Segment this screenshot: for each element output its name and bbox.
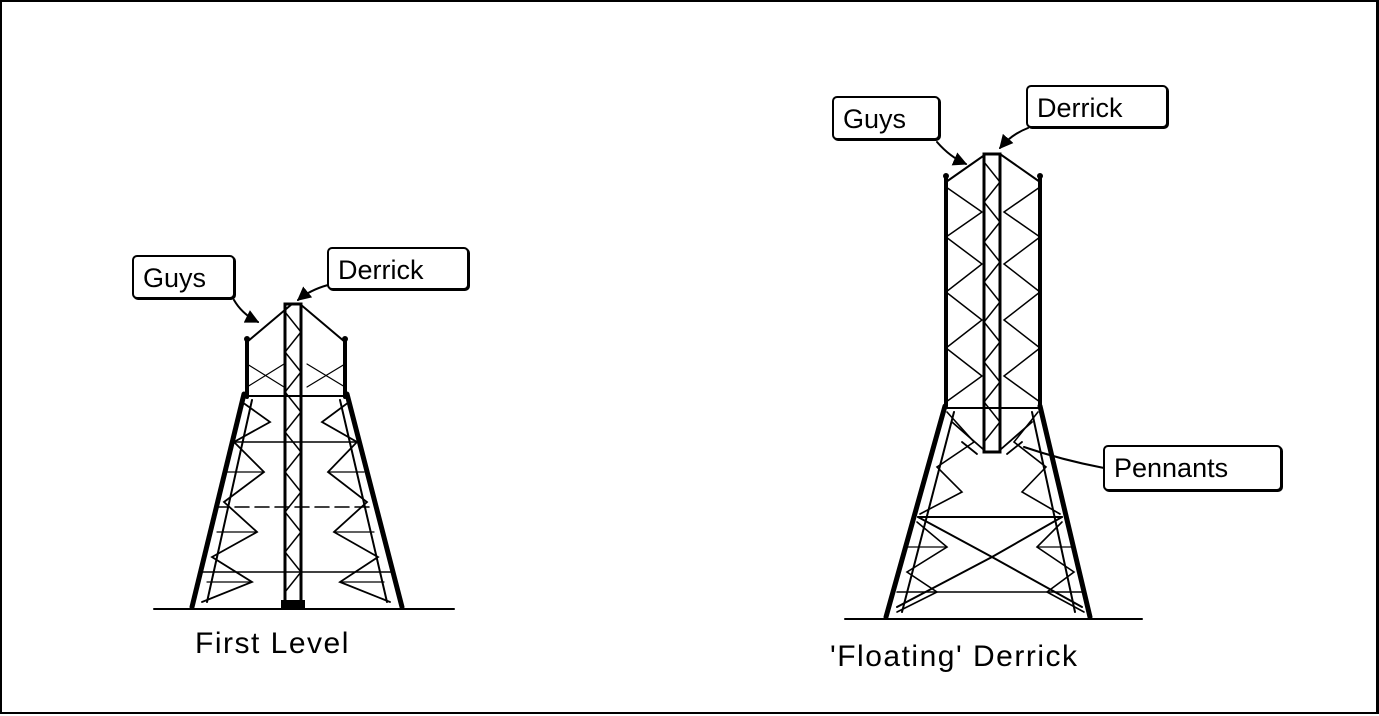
- guys-callout-left: Guys: [132, 255, 235, 299]
- guys-arrow-right: [936, 141, 968, 166]
- derrick-arrow-right: [999, 127, 1029, 150]
- guy-line-right: [299, 303, 346, 343]
- tower-leg-right: [344, 391, 405, 610]
- guys-label-left: Guys: [143, 263, 207, 293]
- floating-derrick-tower: [844, 127, 1143, 620]
- pennants-line: [1023, 446, 1105, 469]
- pennant-lines: [951, 421, 1033, 455]
- derrick-callout-right: Derrick: [1026, 85, 1168, 128]
- derrick-arrow-left: [296, 284, 329, 301]
- tower-leg-left: [189, 391, 247, 610]
- pennants-callout: Pennants: [1103, 445, 1282, 491]
- first-level-tower: [153, 284, 455, 610]
- tower-leg-left: [883, 403, 948, 620]
- pennants-label: Pennants: [1114, 453, 1229, 483]
- derrick-label-right: Derrick: [1037, 93, 1123, 123]
- guys-arrow-left: [233, 299, 260, 323]
- caption-right: 'Floating' Derrick: [830, 640, 1079, 673]
- tower-leg-right: [1037, 403, 1093, 620]
- guys-label-right: Guys: [843, 104, 907, 134]
- derrick-label-left: Derrick: [338, 255, 424, 285]
- caption-left: First Level: [195, 627, 350, 660]
- guys-callout-right: Guys: [832, 96, 940, 140]
- derrick-callout-left: Derrick: [327, 247, 469, 290]
